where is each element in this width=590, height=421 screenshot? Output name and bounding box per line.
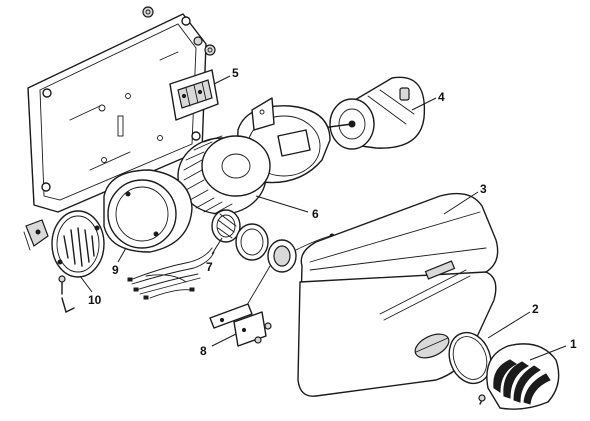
terminal-block xyxy=(169,69,219,121)
inlet-ring xyxy=(103,169,193,253)
callout-5: 5 xyxy=(232,66,239,80)
callout-labels: 1 2 3 4 5 6 7 8 9 10 xyxy=(88,66,577,358)
leader-lines xyxy=(79,75,567,361)
callout-8: 8 xyxy=(200,344,207,358)
main-cover xyxy=(297,192,499,397)
callout-4: 4 xyxy=(438,90,445,104)
callout-2: 2 xyxy=(532,302,539,316)
wiring-harness xyxy=(127,247,215,300)
callout-10: 10 xyxy=(88,293,102,307)
callout-1: 1 xyxy=(570,337,577,351)
callout-9: 9 xyxy=(112,263,119,277)
screw-set xyxy=(58,275,75,313)
mounting-plate xyxy=(27,13,207,213)
plate-screws xyxy=(142,6,216,56)
callout-6: 6 xyxy=(312,207,319,221)
callout-3: 3 xyxy=(480,182,487,196)
grille xyxy=(51,210,105,278)
motor xyxy=(321,76,426,150)
outlet-nozzle xyxy=(478,343,560,410)
fan-wheel xyxy=(177,135,271,215)
thermostat-part xyxy=(23,219,49,251)
heating-element xyxy=(211,209,269,261)
gasket-ring xyxy=(448,331,492,385)
switch-bracket xyxy=(209,303,272,347)
callout-7: 7 xyxy=(206,260,213,274)
